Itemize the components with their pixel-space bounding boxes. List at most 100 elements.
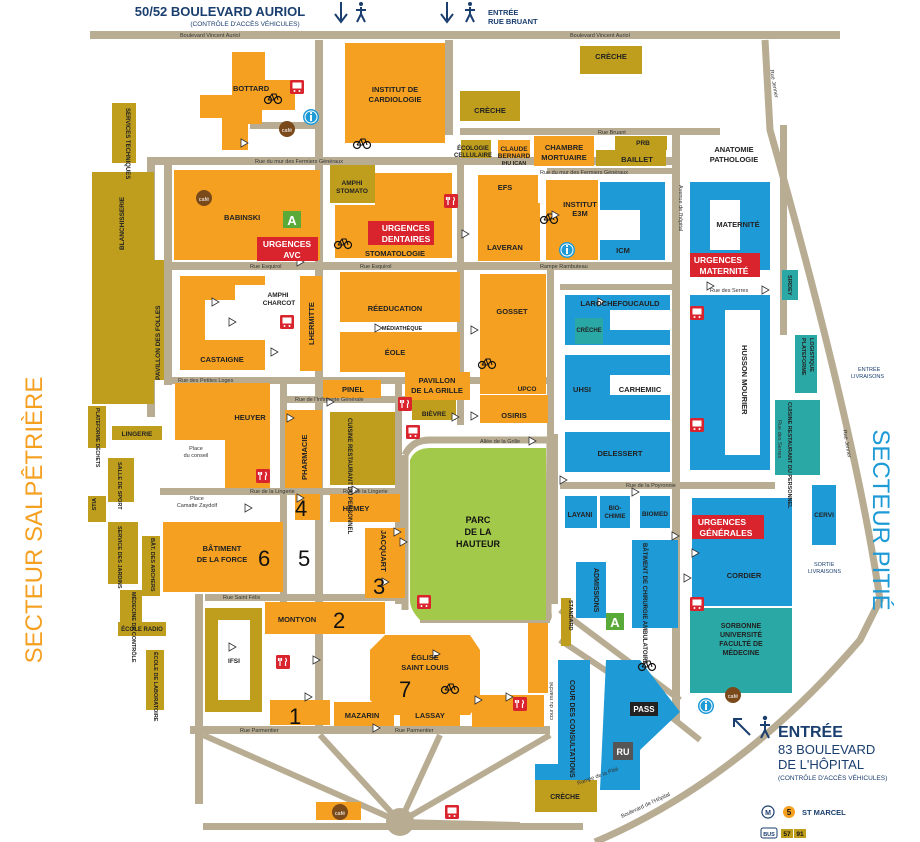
svg-text:E3M: E3M	[572, 209, 587, 218]
svg-text:MATERNITÉ: MATERNITÉ	[700, 266, 749, 276]
urgences-dentaires-label: URGENCES	[382, 223, 431, 233]
svg-text:Rue des Serres: Rue des Serres	[710, 288, 748, 294]
svg-text:SORBONNE: SORBONNE	[721, 623, 762, 630]
svg-text:Allée de la Grille: Allée de la Grille	[480, 439, 520, 445]
urgences-avc-label: URGENCES	[263, 239, 312, 249]
roundabout	[386, 808, 414, 836]
svg-text:A: A	[287, 213, 297, 228]
svg-text:MATERNITÉ: MATERNITÉ	[716, 220, 759, 229]
svg-text:CRÈCHE: CRÈCHE	[576, 326, 601, 334]
svg-text:CERVI: CERVI	[814, 512, 834, 519]
svg-text:Rue des Petites Loges: Rue des Petites Loges	[178, 378, 234, 384]
svg-text:CRÈCHE: CRÈCHE	[550, 792, 580, 801]
svg-text:café: café	[199, 197, 209, 203]
svg-text:Rue Bruant: Rue Bruant	[598, 130, 626, 136]
svg-text:BOTTARD: BOTTARD	[233, 84, 270, 93]
svg-text:CUISINE RESTAURANT DU PERSONNE: CUISINE RESTAURANT DU PERSONNEL	[346, 418, 352, 535]
auriol-arrows	[334, 2, 475, 24]
svg-text:Rue de la Poyronnie: Rue de la Poyronnie	[626, 483, 676, 489]
svg-text:DE LA FORCE: DE LA FORCE	[197, 555, 248, 564]
svg-text:FACULTÉ DE: FACULTÉ DE	[719, 639, 763, 648]
svg-text:BERNARD: BERNARD	[498, 153, 531, 160]
svg-text:PINEL: PINEL	[342, 385, 365, 394]
svg-text:PASS: PASS	[633, 705, 655, 714]
svg-text:du conseil: du conseil	[184, 453, 209, 459]
svg-text:LHERMITTE: LHERMITTE	[307, 302, 316, 345]
building-labels: BOTTARD INSTITUT DE CARDIOLOGIE CRÈCHE C…	[92, 52, 834, 801]
svg-text:MÉDIATHÈQUE: MÉDIATHÈQUE	[382, 324, 423, 332]
svg-text:DELESSERT: DELESSERT	[597, 449, 642, 458]
svg-text:café: café	[728, 694, 738, 700]
svg-text:MORTUAIRE: MORTUAIRE	[541, 153, 586, 162]
svg-text:MONTYON: MONTYON	[278, 615, 316, 624]
svg-text:PHARMACIE: PHARMACIE	[300, 435, 309, 480]
svg-text:LAYANI: LAYANI	[568, 512, 593, 519]
svg-text:LIVRAISONS: LIVRAISONS	[851, 374, 884, 380]
svg-text:Rue des Serres: Rue des Serres	[776, 420, 782, 458]
svg-text:ÉCOLE RADIO: ÉCOLE RADIO	[121, 625, 163, 633]
auriol-entrance-title: 50/52 BOULEVARD AURIOL	[135, 4, 306, 19]
svg-text:Rue Esquirol: Rue Esquirol	[360, 264, 392, 270]
cafe-icon	[725, 687, 741, 703]
road-jenner	[593, 39, 884, 842]
svg-text:PAVILLON DES FOLLES: PAVILLON DES FOLLES	[155, 305, 162, 380]
svg-text:6: 6	[258, 546, 270, 571]
svg-text:PATHOLOGIE: PATHOLOGIE	[710, 155, 758, 164]
svg-text:CARDIOLOGIE: CARDIOLOGIE	[369, 95, 422, 104]
svg-text:LINGERIE: LINGERIE	[122, 431, 153, 438]
svg-text:HAUTEUR: HAUTEUR	[456, 539, 500, 549]
svg-text:OSIRIS: OSIRIS	[501, 411, 526, 420]
svg-text:ÉCOLE DE LABORATOIRE: ÉCOLE DE LABORATOIRE	[152, 652, 160, 722]
svg-text:LOGISTIQUE: LOGISTIQUE	[808, 338, 814, 372]
svg-text:MÉDECINE: MÉDECINE	[723, 648, 760, 657]
urgences-maternite-label: URGENCES	[694, 255, 743, 265]
svg-text:STIA: STIA	[92, 498, 98, 511]
svg-text:Place: Place	[189, 446, 203, 452]
bus-line-icon	[760, 827, 778, 839]
svg-text:café: café	[282, 128, 292, 134]
svg-text:PRB: PRB	[636, 140, 650, 147]
svg-text:4: 4	[295, 496, 307, 521]
svg-text:CORDIER: CORDIER	[727, 571, 762, 580]
svg-text:CUISINE RESTAURANT DU PERSONNE: CUISINE RESTAURANT DU PERSONNEL	[786, 402, 792, 509]
svg-text:(CONTRÔLE D'ACCÈS VÉHICULES): (CONTRÔLE D'ACCÈS VÉHICULES)	[190, 19, 299, 28]
svg-text:M: M	[765, 810, 771, 817]
svg-text:Rue de l'Infirmerie Générale: Rue de l'Infirmerie Générale	[295, 397, 364, 403]
svg-text:Rue Parmentier: Rue Parmentier	[240, 728, 279, 734]
svg-text:A: A	[610, 615, 620, 630]
svg-text:UHSI: UHSI	[573, 385, 591, 394]
svg-text:AMPHI: AMPHI	[342, 180, 363, 187]
svg-text:83 BOULEVARD: 83 BOULEVARD	[778, 742, 875, 757]
svg-text:UNIVERSITÉ: UNIVERSITÉ	[720, 630, 762, 639]
svg-text:SAINT LOUIS: SAINT LOUIS	[401, 663, 449, 672]
svg-text:HEUYER: HEUYER	[234, 413, 266, 422]
svg-text:91: 91	[796, 831, 804, 838]
svg-text:LAVERAN: LAVERAN	[487, 243, 523, 252]
metro-icon	[761, 805, 775, 819]
svg-text:Rue Saint Félix: Rue Saint Félix	[223, 595, 261, 601]
svg-text:café: café	[335, 811, 345, 817]
svg-text:LASSAY: LASSAY	[415, 711, 445, 720]
svg-text:5: 5	[298, 546, 310, 571]
svg-text:1: 1	[289, 704, 301, 729]
svg-text:ANATOMIE: ANATOMIE	[714, 145, 753, 154]
svg-text:AMPHI: AMPHI	[268, 292, 289, 299]
svg-text:DE LA GRILLE: DE LA GRILLE	[411, 386, 463, 395]
svg-text:INSTITUT DE: INSTITUT DE	[372, 85, 418, 94]
svg-text:COUR DES CONSULTATIONS: COUR DES CONSULTATIONS	[568, 680, 575, 778]
svg-text:(CONTRÔLE D'ACCÈS VÉHICULES): (CONTRÔLE D'ACCÈS VÉHICULES)	[778, 773, 887, 782]
svg-text:ÉGLISE: ÉGLISE	[411, 653, 439, 662]
svg-text:Rampe Rambuteau: Rampe Rambuteau	[540, 264, 588, 270]
svg-text:CELLULAIRE: CELLULAIRE	[454, 153, 492, 159]
svg-text:5: 5	[787, 808, 792, 817]
svg-text:PLATEFORME DÉCHETS: PLATEFORME DÉCHETS	[94, 408, 102, 468]
bruant-entrance-label: ENTRÉE	[488, 8, 518, 17]
svg-text:HEMEY: HEMEY	[343, 504, 370, 513]
svg-text:GÉNÉRALES: GÉNÉRALES	[700, 528, 753, 538]
park-label: PARC	[466, 515, 491, 525]
olive-buildings	[88, 46, 667, 812]
svg-text:MAZARIN: MAZARIN	[345, 711, 380, 720]
svg-text:BAILLET: BAILLET	[621, 155, 653, 164]
svg-text:BIOMED: BIOMED	[642, 511, 668, 518]
